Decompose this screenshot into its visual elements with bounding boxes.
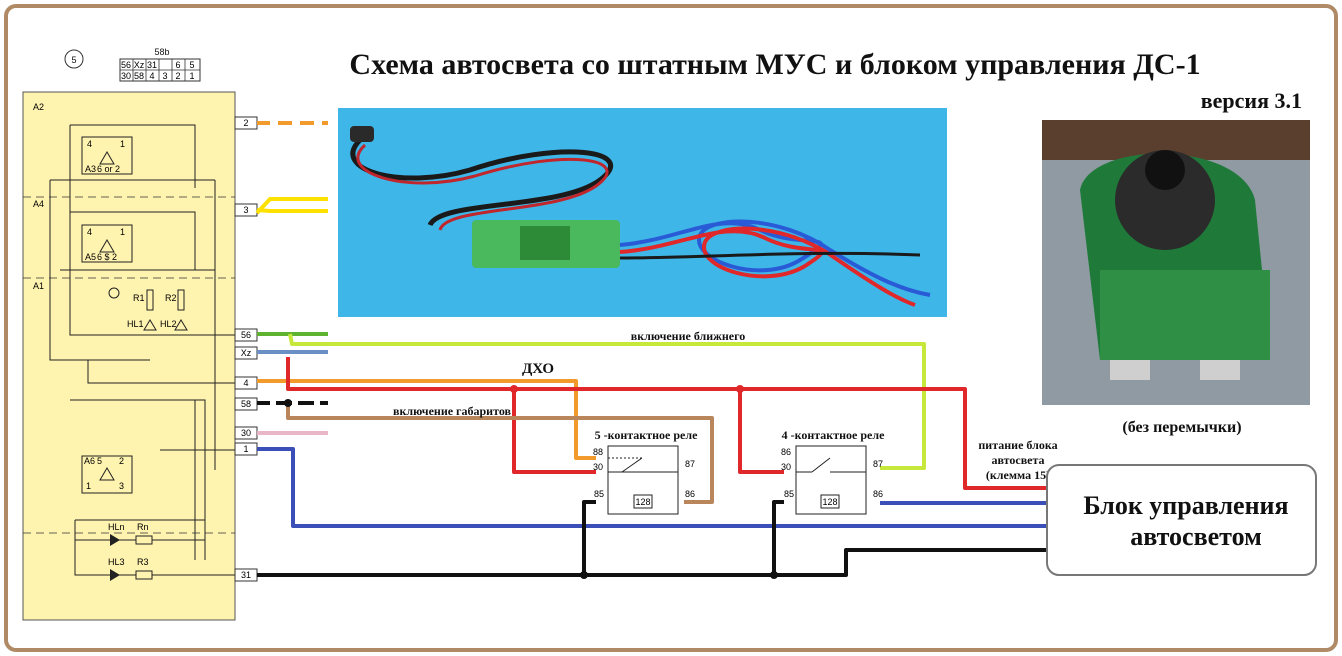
pin-4: 4 [243, 378, 248, 388]
conn-bot-6: 1 [189, 71, 194, 81]
wires [255, 121, 1046, 579]
module-a4-label: A4 [33, 199, 44, 209]
a3-label: A3 [85, 164, 96, 174]
a6-pin-3: 3 [119, 481, 124, 491]
pin-58: 58 [241, 399, 251, 409]
conn-bot-2: 58 [134, 71, 144, 81]
relay4-pin-85: 85 [784, 489, 794, 499]
control-block-line1: Блок управления [1083, 491, 1288, 520]
hl1-label: HL1 [127, 319, 144, 329]
conn-top-6: 5 [189, 60, 194, 70]
connector-number: 5 [71, 55, 76, 65]
rn-label: Rn [137, 522, 149, 532]
relay4-coil: 128 [822, 497, 837, 507]
pin-1: 1 [243, 444, 248, 454]
relay-4-contact: 4 -контактное реле 128 86 30 87 85 86 [781, 428, 885, 515]
power-label-1: питание блока [978, 438, 1057, 452]
a3-pin-1: 1 [120, 139, 125, 149]
relay5-pin-30: 30 [593, 462, 603, 472]
conn-bot-3: 4 [149, 71, 154, 81]
a3-pin-4: 4 [87, 139, 92, 149]
conn-bot-1: 30 [121, 71, 131, 81]
connector-header: 58b [154, 47, 169, 57]
module-a2-label: A2 [33, 102, 44, 112]
a6-pin-2: 2 [119, 456, 124, 466]
r1-label: R1 [133, 293, 145, 303]
relay4-pin-87: 87 [873, 459, 883, 469]
conn-bot-5: 2 [175, 71, 180, 81]
a5-label: A5 [85, 252, 96, 262]
conn-top-5: 6 [175, 60, 180, 70]
control-block: Блок управления автосветом [1046, 464, 1317, 576]
relay5-coil: 128 [635, 497, 650, 507]
hln-label: HLn [108, 522, 125, 532]
hl3-label: HL3 [108, 557, 125, 567]
control-block-line2: автосветом [1130, 522, 1262, 551]
module-a1-label: A1 [33, 281, 44, 291]
relay5-pin-88: 88 [593, 447, 603, 457]
a3-pins-label: 6 or 2 [97, 164, 120, 174]
photo-caption: (без перемычки) [1122, 419, 1241, 436]
relay4-title: 4 -контактное реле [782, 428, 885, 442]
parking-label: включение габаритов [393, 404, 512, 418]
outer-border [4, 4, 1338, 652]
diagram-title: Схема автосвета со штатным МУС и блоком … [349, 48, 1200, 81]
a6-label: A6 [84, 456, 95, 466]
relay4-pin-86: 86 [873, 489, 883, 499]
connector-drawing: 5 58b 56 Xz 31 6 5 30 58 4 3 2 1 [64, 47, 201, 82]
relay5-pin-86: 86 [685, 489, 695, 499]
pin-3: 3 [243, 205, 248, 215]
a6-pin-5: 5 [97, 456, 102, 466]
conn-bot-4: 3 [162, 71, 167, 81]
module-pins: 2 3 56 Xz 4 58 30 1 31 [234, 116, 258, 582]
pin-30: 30 [241, 428, 251, 438]
pin-2: 2 [243, 118, 248, 128]
conn-top-2: Xz [134, 60, 145, 70]
power-label-2: автосвета [991, 453, 1044, 467]
relay5-pin-85: 85 [594, 489, 604, 499]
dxo-label: ДХО [522, 361, 554, 377]
a5-pin-1: 1 [120, 227, 125, 237]
pin-xz: Xz [241, 348, 252, 358]
power-label-3: (клемма 15) [986, 468, 1050, 482]
conn-top-1: 56 [121, 60, 131, 70]
r2-label: R2 [165, 293, 177, 303]
switch-photo [1042, 120, 1310, 405]
relay4-pin-30: 30 [781, 462, 791, 472]
relay-5-contact: 5 -контактное реле 128 88 30 87 85 86 [593, 428, 698, 515]
relay5-title: 5 -контактное реле [595, 428, 698, 442]
pin-56: 56 [241, 330, 251, 340]
low-beam-label: включение ближнего [631, 329, 746, 343]
r3-label: R3 [137, 557, 149, 567]
a5-pin-4: 4 [87, 227, 92, 237]
product-photo [338, 108, 947, 317]
a6-pin-1: 1 [86, 481, 91, 491]
relay5-pin-87: 87 [685, 459, 695, 469]
relay4-pin-top: 86 [781, 447, 791, 457]
conn-top-3: 31 [147, 60, 157, 70]
a5-pins-label: 6 $ 2 [97, 252, 117, 262]
light-switch-module: A2 A4 A1 4 1 A3 6 or 2 4 1 [22, 91, 236, 621]
version-label: версия 3.1 [1201, 88, 1302, 113]
hl2-label: HL2 [160, 319, 177, 329]
pin-31: 31 [241, 570, 251, 580]
